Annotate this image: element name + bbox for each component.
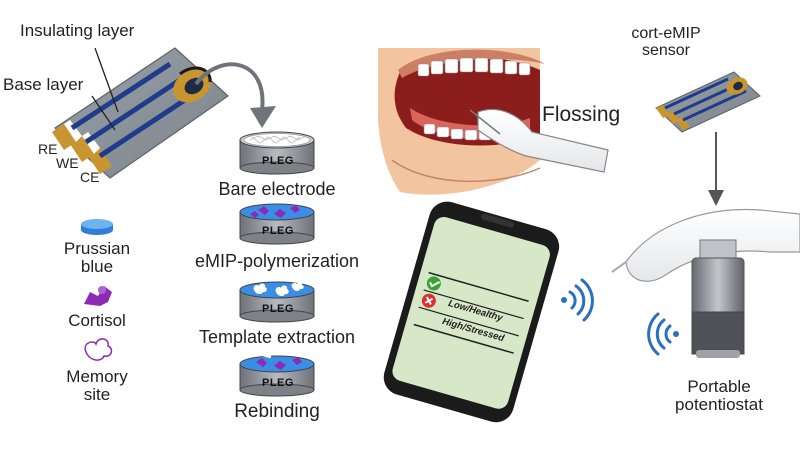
smart-flosser-device (611, 208, 800, 358)
ce-label: CE (80, 169, 100, 185)
we-contact-pad (70, 136, 94, 162)
insulating-layer-pointer (94, 47, 119, 113)
pleg-label-4: PLEG (262, 377, 294, 389)
re-contact-pad (52, 124, 76, 150)
floss-pick-in-mouth (469, 108, 609, 173)
curved-arrow (194, 62, 276, 128)
re-label: RE (38, 141, 58, 157)
pleg-label-3: PLEG (262, 303, 294, 315)
base-layer-label: Base layer (3, 75, 84, 94)
potentiostat-wireless-icon (647, 312, 679, 356)
potentiostat-label: Portable potentiostat (675, 377, 763, 414)
memory-site-icon (84, 338, 113, 361)
pleg-label-1: PLEG (262, 155, 294, 167)
polymerization-electrode-cylinder (239, 203, 315, 245)
cortisol-label: Cortisol (68, 311, 126, 330)
template-extraction-label: Template extraction (198, 327, 356, 347)
rebinding-label: Rebinding (234, 401, 320, 422)
base-layer-pointer (91, 95, 116, 131)
cort-emip-sensor (655, 71, 761, 133)
flossing-label: Flossing (542, 103, 621, 126)
we-label: WE (56, 155, 79, 171)
wireless-signal-icon (561, 278, 594, 322)
insulating-layer-label: Insulating layer (20, 21, 135, 40)
bare-electrode-cylinder (239, 131, 315, 175)
smartphone (383, 201, 560, 423)
extraction-electrode-cylinder (239, 281, 315, 323)
prussian-blue-icon (81, 219, 113, 235)
cortisol-molecule-icon (84, 286, 112, 306)
memory-site-label: Memory site (66, 367, 128, 404)
rebinding-electrode-cylinder (239, 352, 315, 397)
prussian-blue-label: Prussian blue (63, 239, 131, 276)
bare-electrode-label: Bare electrode (218, 179, 336, 199)
pleg-label-2: PLEG (262, 225, 294, 237)
down-arrow (708, 132, 724, 206)
check-icon (426, 276, 441, 291)
ce-contact-pad (88, 148, 112, 174)
sensor-label: cort-eMIP sensor (631, 25, 701, 59)
emip-polymerization-label: eMIP-polymerization (194, 251, 360, 271)
